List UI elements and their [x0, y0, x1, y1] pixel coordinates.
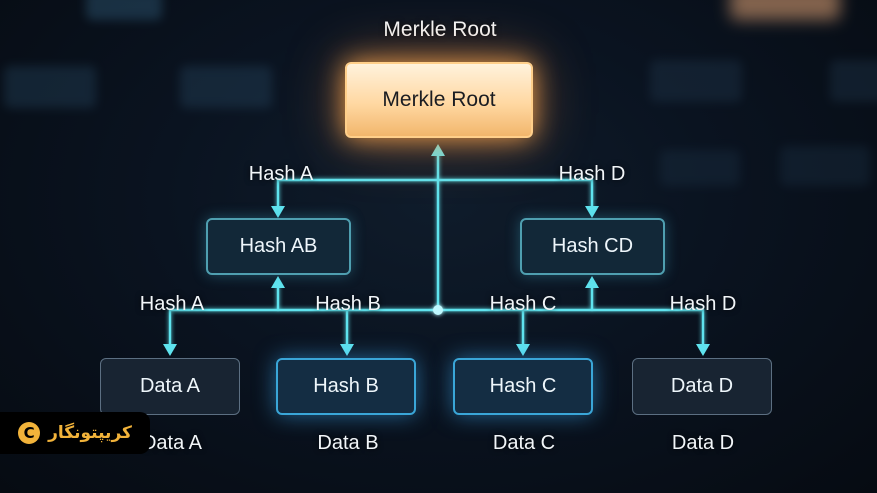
- label-hash-d-top: Hash D: [558, 163, 626, 185]
- background-blur-box: [4, 66, 96, 108]
- junction-dot: [433, 305, 443, 315]
- background-blur-box: [830, 60, 877, 102]
- leaf-node-label: Data A: [139, 375, 201, 397]
- arrow-down-hash-cd: [585, 206, 599, 218]
- arrow-down-leaf-d: [696, 344, 710, 356]
- leaf-node-hash-c: Hash C: [453, 358, 593, 415]
- leaf-node-label: Data D: [670, 375, 734, 397]
- arrow-down-leaf-b: [340, 344, 354, 356]
- arrow-up-hash-cd: [585, 276, 599, 288]
- label-hash-a-top: Hash A: [248, 163, 314, 185]
- label-hash-b: Hash B: [315, 293, 381, 315]
- background-blur-box: [660, 150, 740, 186]
- watermark-badge: C کریپتونگار: [0, 412, 150, 454]
- caption-data-c: Data C: [492, 432, 556, 454]
- leaf-node-hash-b: Hash B: [276, 358, 416, 415]
- leaf-node-label: Hash C: [489, 375, 557, 397]
- diagram-title: Merkle Root: [383, 18, 497, 41]
- background-blur-glow: [730, 0, 840, 20]
- hash-cd-node: Hash CD: [520, 218, 665, 275]
- background-blur-box: [650, 60, 742, 102]
- leaf-node-label: Hash B: [313, 375, 379, 397]
- merkle-root-node: Merkle Root: [345, 62, 533, 138]
- hash-ab-node: Hash AB: [206, 218, 351, 275]
- caption-data-b: Data B: [317, 432, 379, 454]
- arrow-down-hash-ab: [271, 206, 285, 218]
- label-hash-d: Hash D: [669, 293, 737, 315]
- cryptonegar-logo-icon: C: [18, 422, 41, 444]
- arrow-up-root: [431, 144, 445, 156]
- arrow-up-hash-ab: [271, 276, 285, 288]
- caption-data-a: Data A: [141, 432, 203, 454]
- hash-cd-label: Hash CD: [551, 235, 634, 257]
- hash-ab-label: Hash AB: [239, 235, 318, 257]
- label-hash-c: Hash C: [489, 293, 557, 315]
- watermark-text: کریپتونگار: [48, 423, 132, 443]
- background-blur-box: [780, 146, 870, 186]
- leaf-node-data-d: Data D: [632, 358, 772, 415]
- arrow-down-leaf-a: [163, 344, 177, 356]
- background-blur-box: [86, 0, 162, 20]
- merkle-root-label: Merkle Root: [382, 88, 496, 111]
- caption-data-d: Data D: [671, 432, 735, 454]
- arrow-down-leaf-c: [516, 344, 530, 356]
- background-blur-box: [180, 66, 272, 108]
- label-hash-a: Hash A: [139, 293, 205, 315]
- leaf-node-data-a: Data A: [100, 358, 240, 415]
